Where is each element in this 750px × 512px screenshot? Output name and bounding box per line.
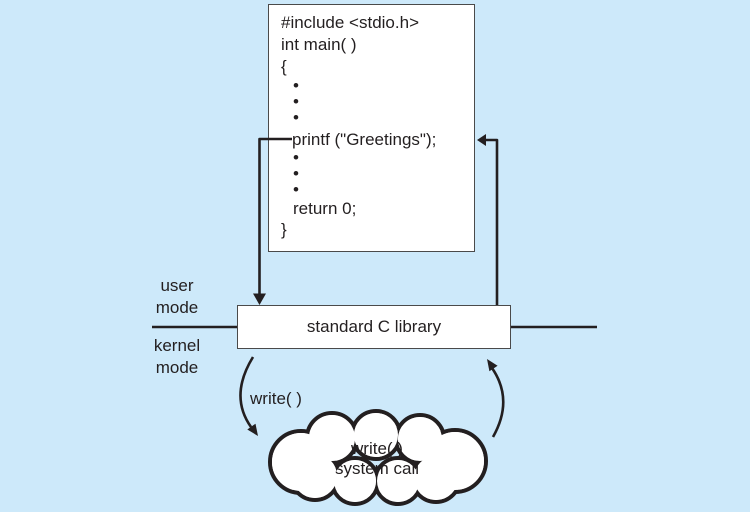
write-call-arrowhead-icon (247, 423, 258, 436)
write-syscall-cloud-label: write( ) system call (334, 439, 420, 478)
code-ellipsis-dot: • (293, 164, 299, 183)
code-ellipsis-dot: • (293, 180, 299, 199)
code-line-printf: printf ("Greetings"); (292, 130, 437, 149)
user-mode-label: user mode (155, 276, 199, 317)
code-line-include: #include <stdio.h> (281, 13, 419, 32)
write-call-label: write( ) (250, 389, 302, 408)
code-ellipsis-dot: • (293, 92, 299, 111)
code-ellipsis-dot: • (293, 108, 299, 127)
library-return-arrow (485, 138, 499, 305)
code-line-return: return 0; (293, 199, 357, 218)
code-ellipsis-dot: • (293, 148, 299, 167)
printf-arrowhead-icon (253, 293, 266, 305)
code-line-main: int main( ) (281, 35, 357, 54)
syscall-return-arrow (490, 367, 505, 438)
code-ellipsis-dot: • (293, 76, 299, 95)
return-arrowhead-icon (477, 134, 486, 146)
standard-c-library-label: standard C library (306, 317, 442, 336)
code-line-close-brace: } (281, 220, 287, 239)
kernel-mode-label: kernel mode (153, 336, 201, 377)
user-program-code-box (268, 4, 475, 252)
code-line-open-brace: { (281, 57, 287, 76)
standard-c-library-box (237, 305, 511, 349)
syscall-return-arrowhead-icon (487, 359, 498, 372)
